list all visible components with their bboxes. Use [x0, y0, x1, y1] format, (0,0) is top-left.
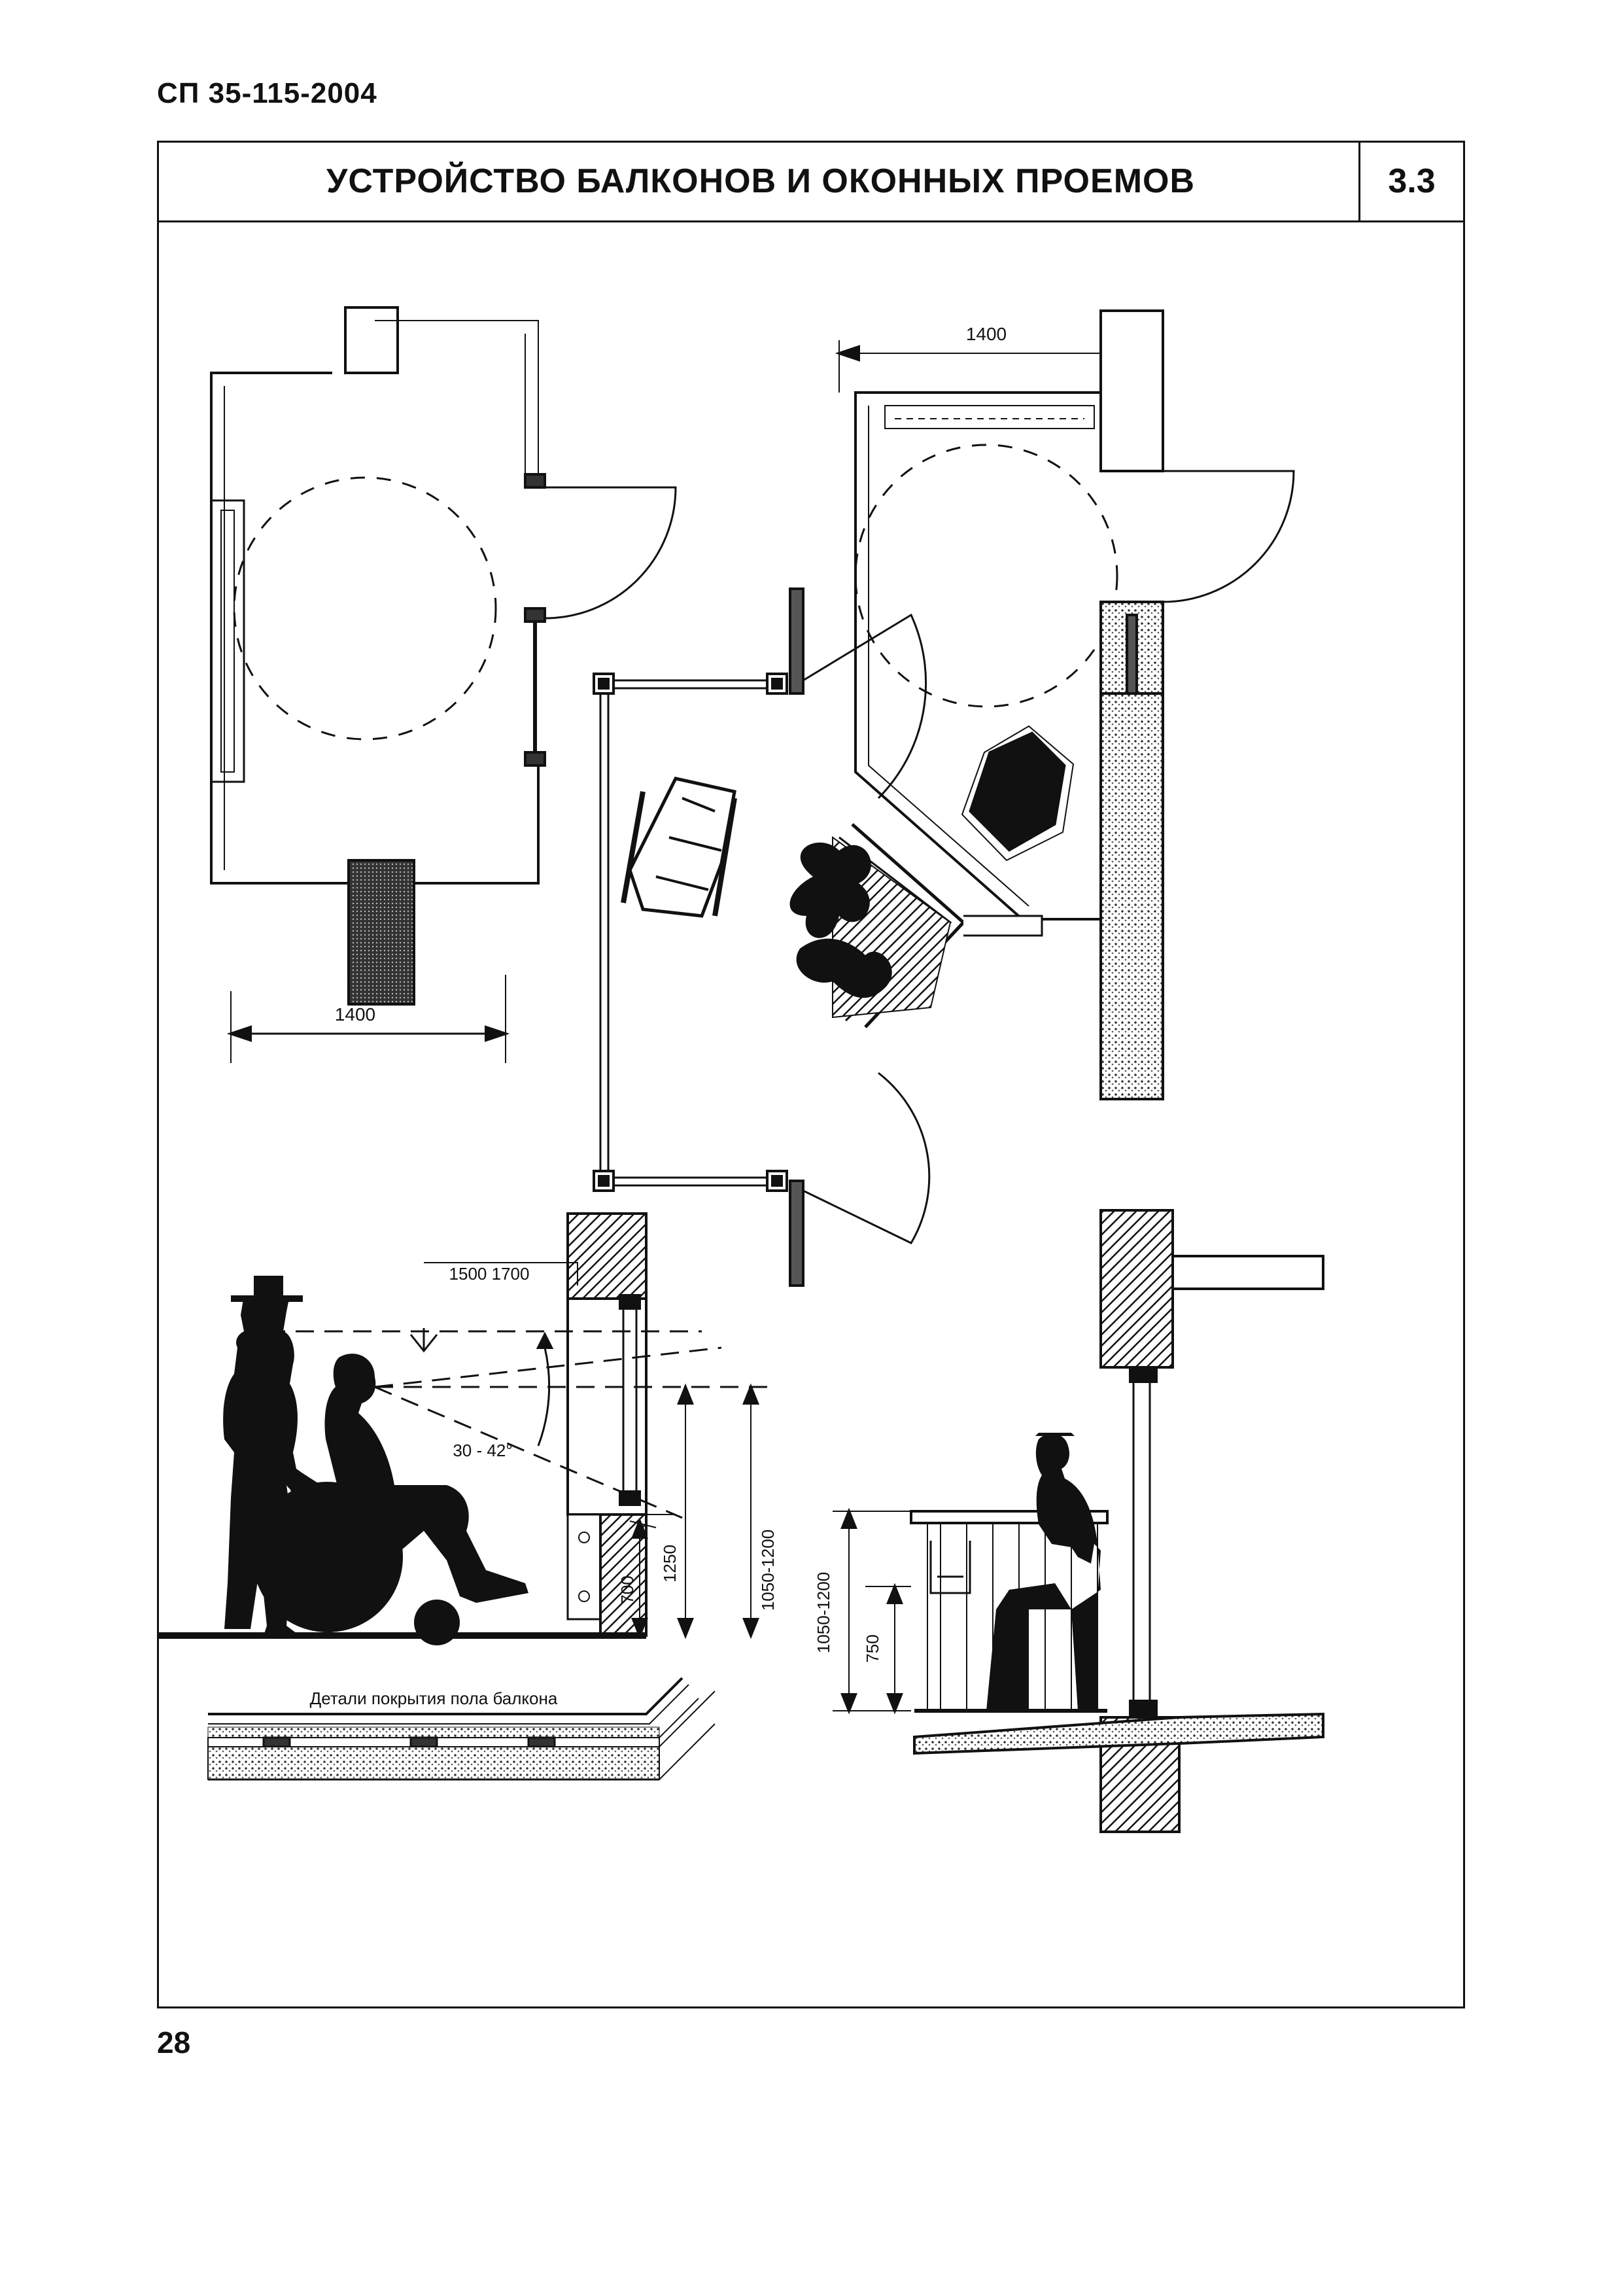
parapet-right: [1099, 692, 1164, 1100]
window-jamb-1: [524, 473, 546, 489]
dim-sill-height: 1250: [660, 1545, 680, 1583]
planter-right: [884, 405, 1095, 429]
parapet-block-left: [347, 859, 415, 1006]
dim-width-left: 1400: [335, 1004, 375, 1025]
document-code: СП 35-115-2004: [157, 77, 377, 109]
balcony-outline-right: [854, 391, 1140, 920]
wall-pier-top-right: [1099, 309, 1164, 472]
wheelchair-user-silhouette: [252, 1354, 528, 1645]
balcony-slab: [913, 1712, 1324, 1755]
balcony-drawings: 1400 1400: [159, 306, 1324, 1833]
title-block: УСТРОЙСТВО БАЛКОНОВ И ОКОННЫХ ПРОЕМОВ 3.…: [159, 143, 1463, 222]
door-swing-left: [544, 486, 677, 620]
turning-circle-right: [854, 444, 1118, 708]
section-right: [833, 1209, 1324, 1833]
lintel: [566, 1212, 648, 1300]
section-number: 3.3: [1358, 143, 1463, 220]
door-leaf-top: [789, 587, 804, 695]
floor-covering-detail: [207, 1677, 716, 1781]
dim-sill-range-right: 1050-1200: [814, 1572, 833, 1653]
plant-pot-right: [969, 731, 1066, 852]
wall-pier-top: [344, 306, 399, 374]
potted-plant: [789, 842, 871, 938]
balcony-slab-above: [1171, 1255, 1324, 1290]
plan-left: [210, 306, 677, 1063]
radiator: [566, 1513, 602, 1621]
drawing-sheet: УСТРОЙСТВО БАЛКОНОВ И ОКОННЫХ ПРОЕМОВ 3.…: [157, 141, 1465, 2008]
window-jamb-2: [524, 607, 546, 623]
upper-wall-section: [1099, 1209, 1174, 1369]
planter-box: [929, 1541, 971, 1594]
dim-low-sill: 700: [617, 1575, 637, 1603]
window-jamb-3: [524, 751, 546, 767]
dim-width-right: 1400: [966, 324, 1007, 344]
section-left: [159, 1212, 767, 1639]
plan-center: [593, 587, 1043, 1287]
door-leaf-bottom: [789, 1180, 804, 1287]
dim-railing-height: 750: [863, 1634, 882, 1662]
page-number: 28: [157, 2025, 191, 2059]
balcony-seated-silhouette: [986, 1433, 1101, 1711]
dim-view-angle: 30 - 42°: [453, 1441, 512, 1460]
dim-eye-levels: 1500 1700: [449, 1264, 530, 1284]
door-swing-right: [1162, 470, 1295, 603]
plan-right: [835, 309, 1295, 1100]
turning-circle-left: [233, 476, 497, 741]
standing-person-silhouette: [223, 1276, 332, 1636]
sheet-title: УСТРОЙСТВО БАЛКОНОВ И ОКОННЫХ ПРОЕМОВ: [326, 162, 1196, 200]
bench-left: [210, 499, 245, 783]
dim-sill-range: 1050-1200: [758, 1530, 778, 1611]
floor-detail-caption: Детали покрытия пола балкона: [310, 1689, 558, 1708]
